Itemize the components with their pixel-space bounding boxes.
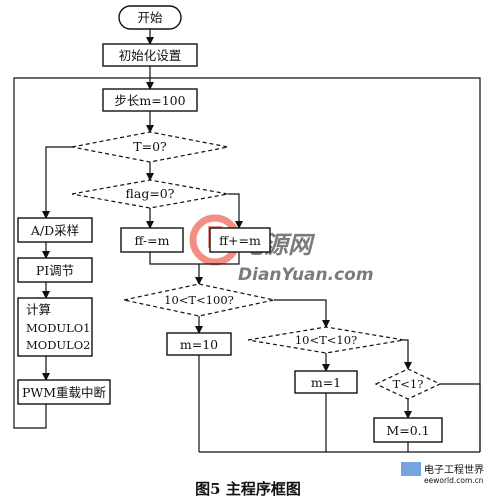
decision-t0-label: T=0?: [133, 139, 167, 154]
pi-node: PI调节: [17, 257, 93, 283]
calc-label-1: 计算: [26, 302, 51, 317]
ad-node: A/D采样: [17, 217, 93, 243]
init-node: 初始化设置: [102, 43, 198, 67]
m01-label: M=0.1: [386, 423, 429, 438]
m10-label: m=10: [180, 337, 218, 352]
m1-node: m=1: [294, 370, 358, 394]
ff-minus-node: ff-=m: [120, 227, 184, 253]
init-label: 初始化设置: [119, 48, 182, 63]
pi-label: PI调节: [36, 263, 74, 278]
m10-node: m=10: [166, 332, 232, 356]
eeworld-url: eeworld.com.cn: [424, 476, 484, 485]
pwm-label: PWM重载中断: [22, 385, 106, 400]
step-label: 步长m=100: [114, 93, 185, 108]
start-node: 开始: [118, 5, 182, 30]
calc-label-2: MODULO1: [26, 321, 91, 335]
decision-t100: 10<T<100?: [123, 283, 275, 317]
eeworld-name: 电子工程世界: [424, 463, 484, 476]
ff-plus-label: ff+=m: [219, 233, 261, 248]
start-label: 开始: [137, 10, 163, 25]
calc-node: 计算 MODULO1 MODULO2: [17, 297, 93, 357]
decision-t10: 10<T<10?: [247, 326, 405, 354]
watermark-url: DianYuan.com: [238, 265, 374, 285]
decision-flag: flag=0?: [71, 179, 229, 209]
decision-t1: T<1?: [374, 368, 442, 400]
ff-plus-node: ff+=m: [209, 227, 271, 253]
m01-node: M=0.1: [373, 417, 443, 443]
decision-t100-label: 10<T<100?: [164, 293, 234, 307]
connectors: [13, 29, 481, 453]
figure-caption: 图5 主程序框图: [195, 480, 301, 498]
decision-t1-label: T<1?: [393, 377, 424, 391]
ff-minus-label: ff-=m: [135, 233, 170, 248]
decision-flag-label: flag=0?: [126, 186, 175, 201]
ad-label: A/D采样: [30, 223, 79, 238]
step-node: 步长m=100: [102, 88, 198, 112]
m1-label: m=1: [311, 375, 341, 390]
decision-t10-label: 10<T<10?: [295, 333, 357, 347]
decision-t0: T=0?: [71, 131, 229, 163]
eeworld-watermark: 电子工程世界 eeworld.com.cn: [401, 462, 484, 485]
pwm-node: PWM重载中断: [17, 379, 111, 405]
calc-label-3: MODULO2: [26, 338, 91, 352]
